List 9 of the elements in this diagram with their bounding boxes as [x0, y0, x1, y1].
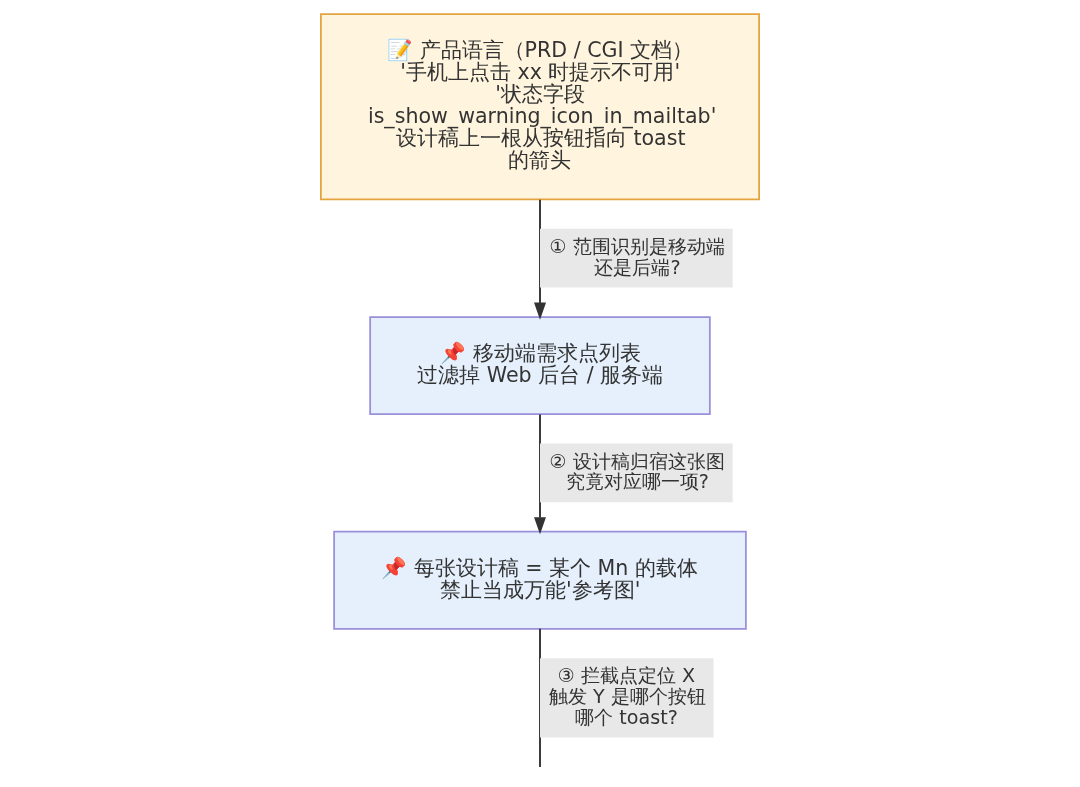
- edge-label: ① 范围识别是移动端还是后端?: [549, 234, 725, 279]
- edge-label: ② 设计稿归宿这张图究竟对应哪一项?: [549, 449, 725, 494]
- arrow: [534, 198, 546, 320]
- connector: [539, 627, 541, 768]
- node-box: 📌 每张设计稿 = 某个 Mn 的载体 禁止当成万能'参考图': [333, 530, 747, 630]
- edge-label: ③ 拦截点定位 X 触发 Y 是哪个按钮哪个 toast?: [548, 664, 706, 729]
- node-box: 📝 产品语言（PRD / CGI 文档） '手机上点击 xx 时提示不可用' '状态字段 is_show_warning_icon_in_mailtab' 设计稿上一根从按钮指向 toast 的箭头: [320, 13, 760, 201]
- node-box: 📌 移动端需求点列表 过滤掉 Web 后台 / 服务端: [369, 316, 711, 415]
- arrow: [534, 413, 546, 535]
